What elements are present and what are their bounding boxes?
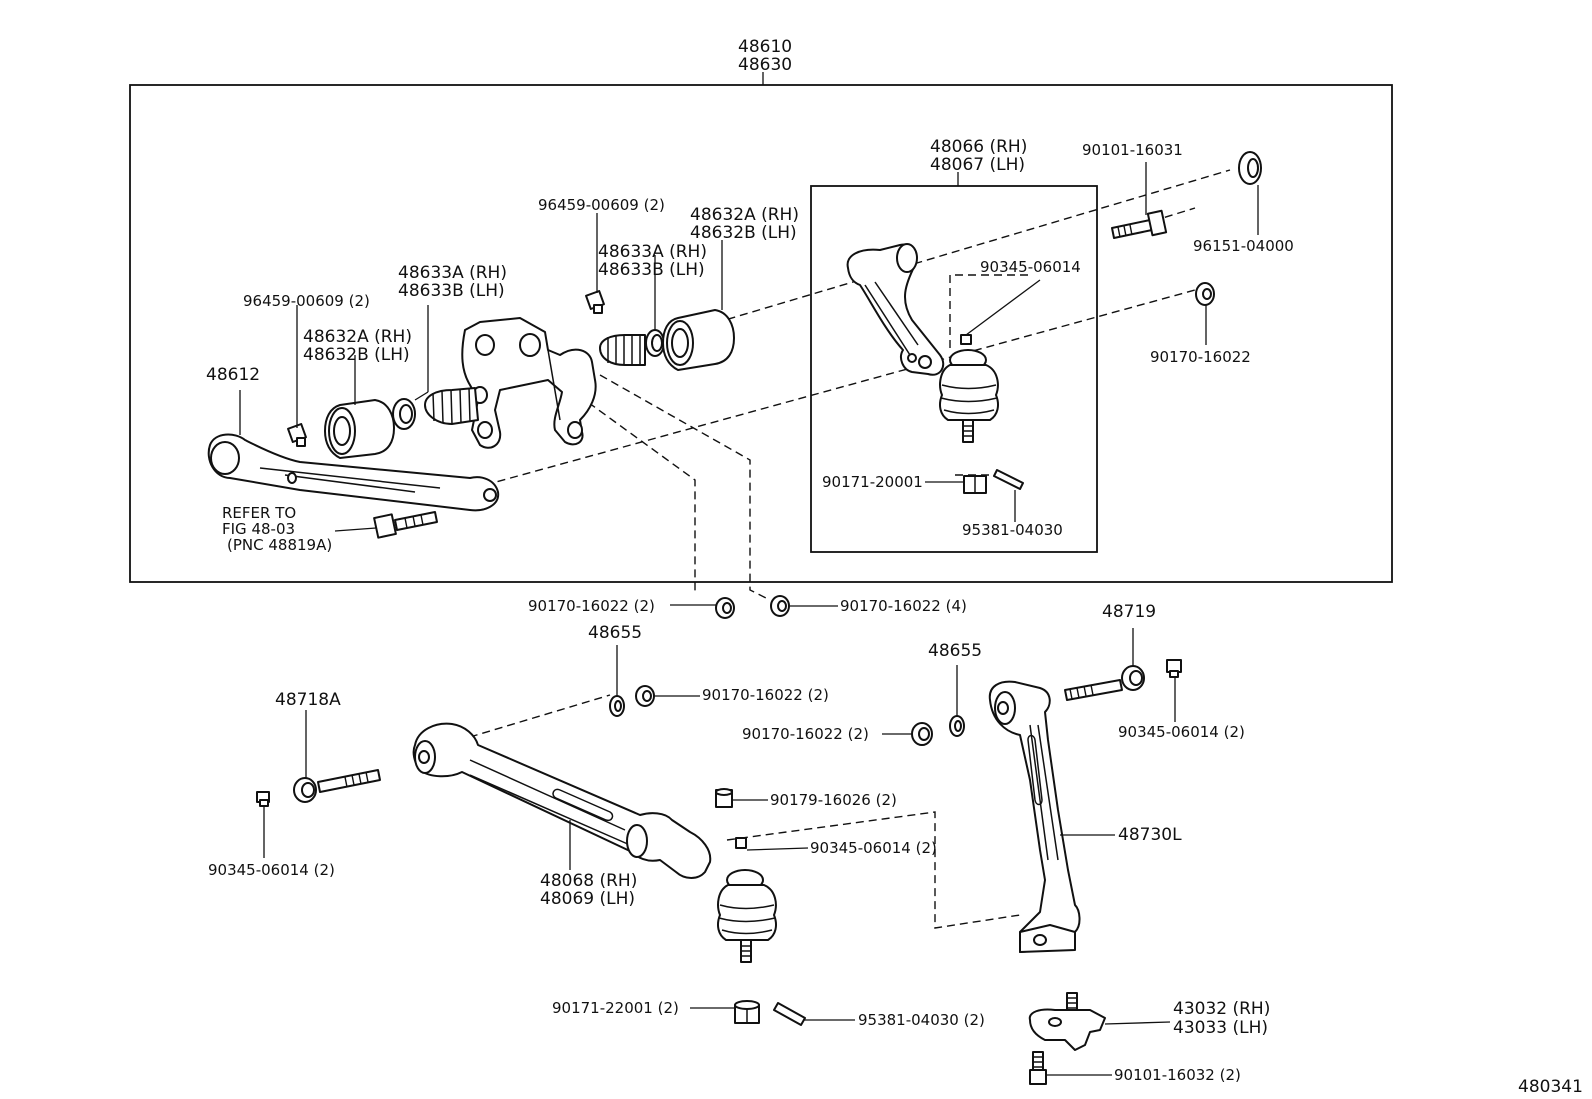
label-nut-90170-mid-right: 90170-16022 (4) bbox=[840, 597, 967, 615]
lower-ball-joint bbox=[717, 869, 777, 963]
label-fitting-96459-center: 96459-00609 (2) bbox=[538, 196, 665, 214]
bolt-90101-16032 bbox=[1029, 1051, 1047, 1085]
bushing-left bbox=[324, 399, 395, 459]
label-pin-95381-upper: 95381-04030 bbox=[962, 521, 1063, 539]
nut-90170-mid-left bbox=[715, 597, 735, 619]
label-sleeve-48633-center-lh: 48633B (LH) bbox=[598, 260, 705, 280]
label-nut-90179: 90179-16026 (2) bbox=[770, 791, 897, 809]
grease-fitting-left bbox=[287, 423, 307, 447]
label-bush-48632-left-lh: 48632B (LH) bbox=[303, 345, 410, 365]
label-bush-48632-center-lh: 48632B (LH) bbox=[690, 223, 797, 243]
strut-48730l bbox=[988, 680, 1081, 953]
label-refer-2: FIG 48-03 bbox=[222, 520, 295, 538]
label-bush-48632-center-rh: 48632A (RH) bbox=[690, 205, 799, 225]
label-washer-48655-right: 48655 bbox=[928, 641, 982, 661]
label-upper-arm-lh: 48067 (LH) bbox=[930, 155, 1025, 175]
frame-bracket bbox=[461, 317, 597, 449]
label-bolt-48719: 48719 bbox=[1102, 602, 1156, 622]
label-fitting-96459-left: 96459-00609 (2) bbox=[243, 292, 370, 310]
label-nut-90170-lower-right: 90170-16022 (2) bbox=[742, 725, 869, 743]
grease-fitting-lower-right bbox=[1166, 659, 1182, 678]
washer-48655-left bbox=[609, 695, 625, 717]
label-arm-48612: 48612 bbox=[206, 365, 260, 385]
label-refer-1: REFER TO bbox=[222, 504, 296, 522]
label-lower-arm-lh: 48069 (LH) bbox=[540, 889, 635, 909]
label-nut-90170-right: 90170-16022 bbox=[1150, 348, 1251, 366]
bolt-48718a bbox=[293, 769, 381, 803]
label-fitting-90345-lower-mid: 90345-06014 (2) bbox=[810, 839, 937, 857]
label-seal-96151: 96151-04000 bbox=[1193, 237, 1294, 255]
cotter-pin-upper bbox=[993, 469, 1024, 490]
washer-48655-right bbox=[949, 715, 965, 737]
label-nut-90170-mid-left: 90170-16022 (2) bbox=[528, 597, 655, 615]
label-fitting-90345-lower-right: 90345-06014 (2) bbox=[1118, 723, 1245, 741]
label-fitting-90345-upper: 90345-06014 bbox=[980, 258, 1081, 276]
bolt-refer-48819a bbox=[373, 511, 438, 539]
assembly-frame bbox=[129, 84, 1393, 583]
nut-90170-right bbox=[1195, 282, 1215, 306]
nut-90170-mid-right bbox=[770, 595, 790, 617]
label-upper-arm-rh: 48066 (RH) bbox=[930, 137, 1027, 157]
upper-ball-joint bbox=[939, 349, 999, 443]
ring-center bbox=[645, 329, 665, 357]
label-refer-3: (PNC 48819A) bbox=[227, 536, 332, 554]
label-washer-48655-left: 48655 bbox=[588, 623, 642, 643]
knuckle-43032 bbox=[1028, 992, 1106, 1051]
label-nut-90170-lower-left: 90170-16022 (2) bbox=[702, 686, 829, 704]
cotter-pin-lower bbox=[773, 1002, 806, 1026]
label-strut-48730l: 48730L bbox=[1118, 825, 1182, 845]
nut-90170-lower-right bbox=[911, 722, 933, 746]
label-bolt-90101-16032: 90101-16032 (2) bbox=[1114, 1066, 1241, 1084]
label-sleeve-48633-left-rh: 48633A (RH) bbox=[398, 263, 507, 283]
label-fitting-90345-lower-left: 90345-06014 (2) bbox=[208, 861, 335, 879]
upper-arm-subframe bbox=[810, 185, 1098, 553]
nut-90170-lower-left bbox=[635, 685, 655, 707]
label-knuckle-rh: 43032 (RH) bbox=[1173, 999, 1270, 1019]
bolt-90101-16031 bbox=[1111, 209, 1168, 239]
grease-fitting-lower-left bbox=[256, 791, 270, 807]
ring-left bbox=[392, 398, 416, 430]
label-lower-arm-rh: 48068 (RH) bbox=[540, 871, 637, 891]
grease-fitting-center bbox=[585, 290, 605, 314]
grease-fitting-lower-mid bbox=[735, 837, 747, 849]
bolt-48719 bbox=[1064, 665, 1145, 701]
assembly-dashed-lines bbox=[419, 169, 1231, 929]
label-nut-90171-20001: 90171-20001 bbox=[822, 473, 923, 491]
bushing-center bbox=[662, 309, 735, 371]
boot-left bbox=[424, 387, 479, 425]
label-sleeve-48633-left-lh: 48633B (LH) bbox=[398, 281, 505, 301]
boot-center bbox=[599, 334, 646, 366]
part-labels: 48610 48630 48066 (RH) 48067 (LH) 90101-… bbox=[206, 37, 1583, 1097]
label-knuckle-lh: 43033 (LH) bbox=[1173, 1018, 1268, 1038]
label-assy-a: 48610 bbox=[738, 37, 792, 57]
label-nut-90171-22001: 90171-22001 (2) bbox=[552, 999, 679, 1017]
castle-nut-upper bbox=[963, 475, 987, 494]
lower-arm bbox=[412, 722, 712, 879]
label-pin-95381-lower: 95381-04030 (2) bbox=[858, 1011, 985, 1029]
seal-96151-04000 bbox=[1238, 151, 1262, 185]
label-bolt-90101-16031: 90101-16031 bbox=[1082, 141, 1183, 159]
diagram-id: 480341 bbox=[1518, 1077, 1583, 1097]
label-sleeve-48633-center-rh: 48633A (RH) bbox=[598, 242, 707, 262]
label-assy-b: 48630 bbox=[738, 55, 792, 75]
label-bolt-48718a: 48718A bbox=[275, 690, 341, 710]
nut-90179 bbox=[715, 788, 733, 808]
arm-48612 bbox=[207, 433, 500, 512]
upper-arm bbox=[846, 243, 945, 376]
castle-nut-lower bbox=[734, 1000, 760, 1024]
label-bush-48632-left-rh: 48632A (RH) bbox=[303, 327, 412, 347]
